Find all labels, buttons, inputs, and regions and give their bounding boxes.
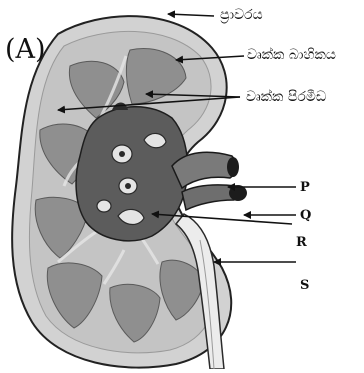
renal-vein <box>172 152 236 188</box>
calyx-3 <box>97 200 111 212</box>
label-r: R <box>296 236 307 249</box>
figure-label: (A) <box>5 36 46 63</box>
label-capsule: ප්‍රාවරය <box>220 8 263 22</box>
label-cortex: වෘක්ක බාහිකය <box>247 48 336 62</box>
label-p: P <box>300 181 310 194</box>
label-pyramid: වෘක්ක පිරමීඩ <box>246 90 326 104</box>
arrow-capsule <box>168 14 214 16</box>
label-s: S <box>300 279 309 292</box>
label-q: Q <box>300 209 311 222</box>
renal-vein-opening <box>227 157 239 177</box>
renal-artery <box>182 185 238 210</box>
